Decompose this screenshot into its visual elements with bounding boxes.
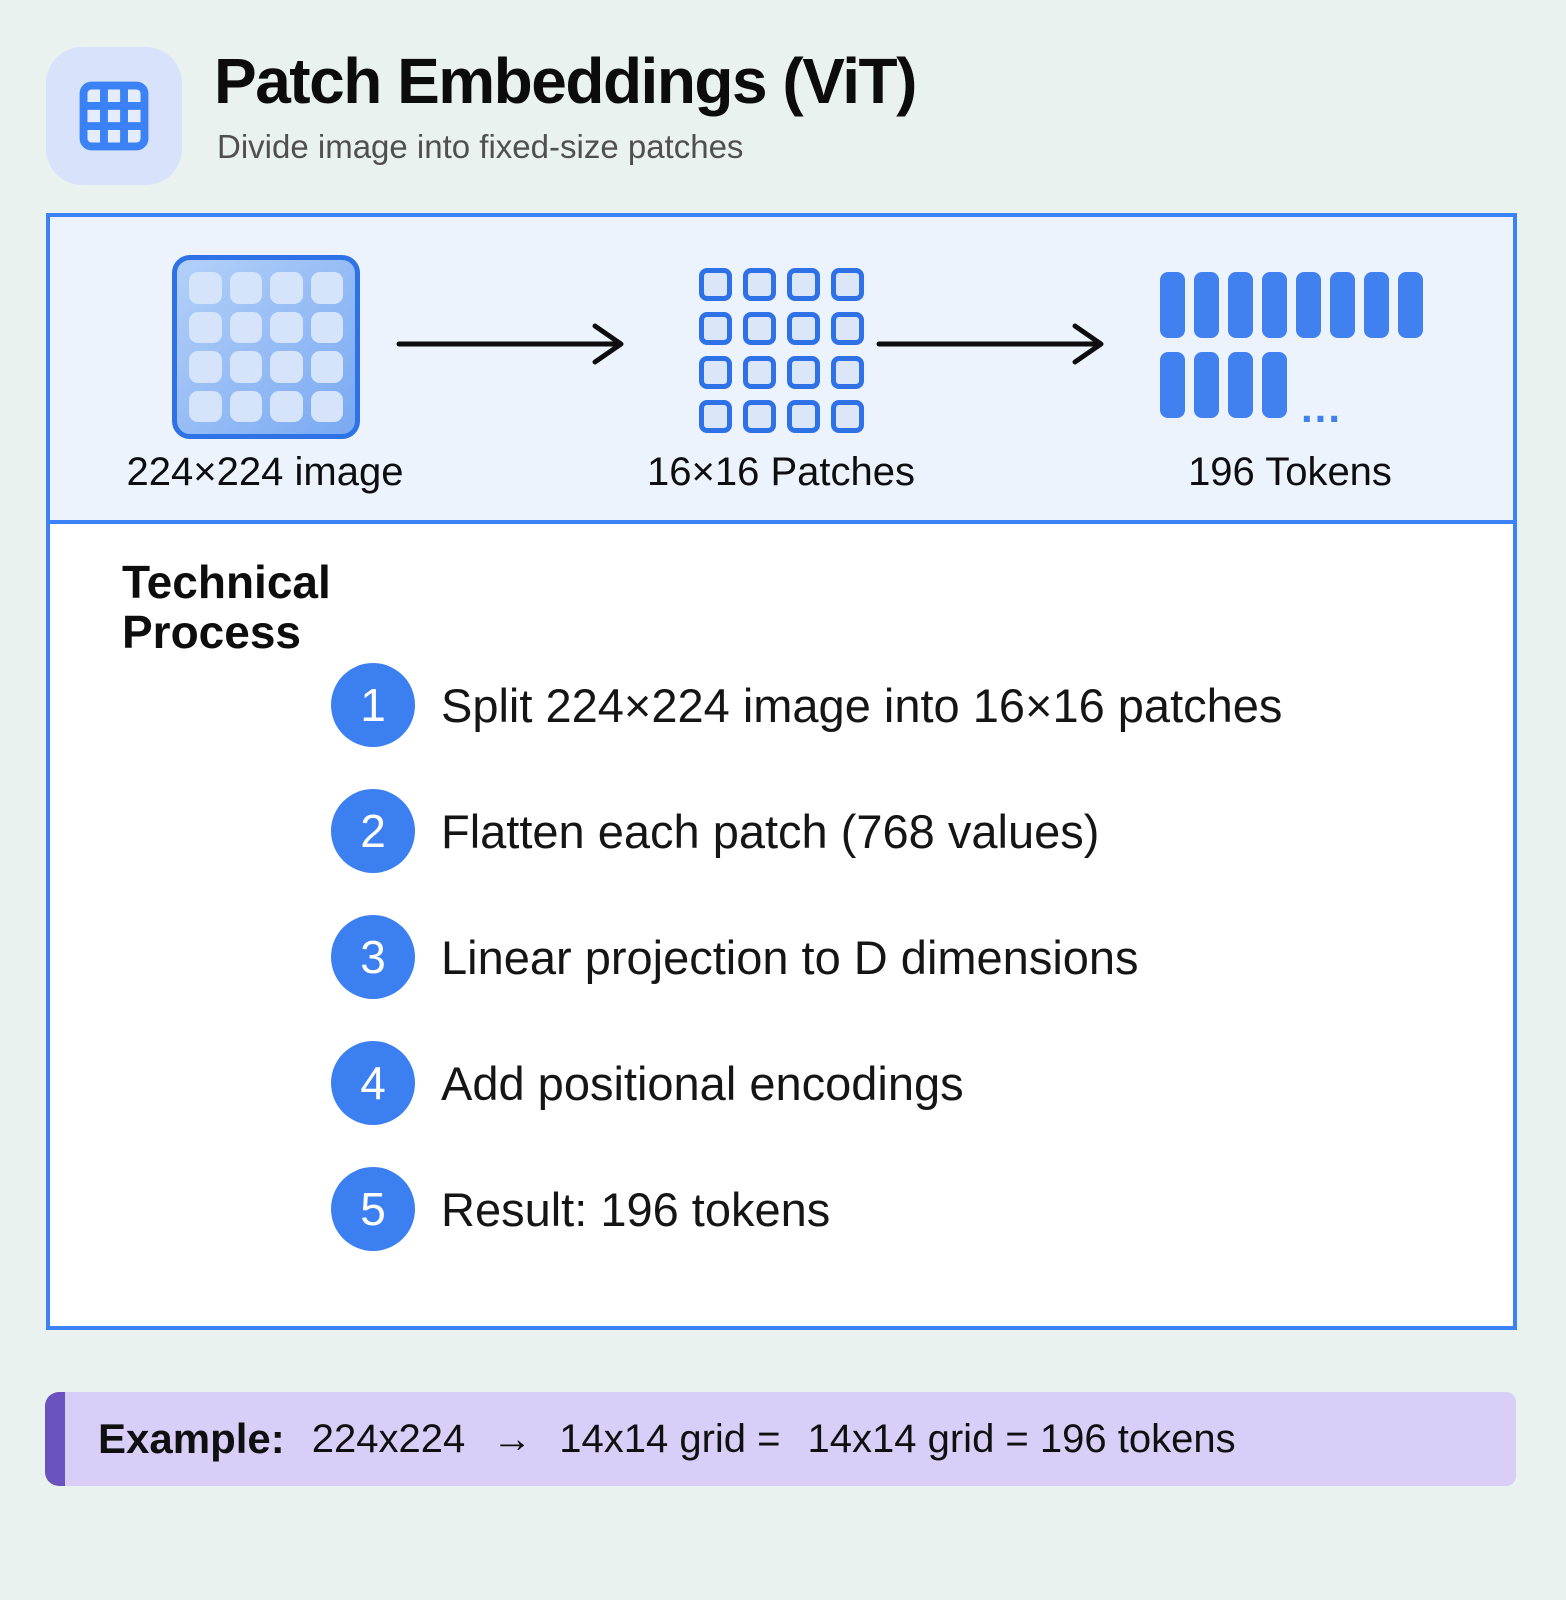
step-text: Result: 196 tokens: [441, 1182, 831, 1236]
image-pixel-cell: [229, 351, 262, 383]
flow-diagram: ... 224×224 image 16×16 Patches 196 Toke…: [50, 217, 1513, 524]
input-image-graphic: [172, 255, 360, 439]
token-bar: [1228, 352, 1253, 418]
example-segment: 14x14 grid =: [559, 1416, 781, 1461]
image-pixel-cell: [270, 272, 303, 304]
patch-cell: [699, 312, 732, 345]
token-bar: [1296, 272, 1321, 338]
example-segments: 224x224 → 14x14 grid = 14x14 grid = 196 tok…: [285, 1417, 1236, 1462]
patch-cell: [787, 356, 820, 389]
main-panel: ... 224×224 image 16×16 Patches 196 Toke…: [46, 213, 1517, 1330]
process-step: 3 Linear projection to D dimensions: [331, 915, 1139, 999]
patch-cell: [787, 400, 820, 433]
step-number-badge: 3: [331, 915, 415, 999]
token-bars-group: [1160, 352, 1287, 418]
patch-cell: [699, 356, 732, 389]
flow-arrow-icon: [876, 323, 1104, 365]
patch-cell: [831, 312, 864, 345]
grid-icon: [79, 81, 149, 151]
token-bar: [1160, 272, 1185, 338]
token-bars-top-row: [1160, 272, 1423, 338]
patch-cell: [699, 268, 732, 301]
step-number-badge: 2: [331, 789, 415, 873]
example-callout: Example: 224x224 → 14x14 grid = 14x14 grid …: [45, 1392, 1516, 1486]
process-step: 4 Add positional encodings: [331, 1041, 964, 1125]
patch-cell: [831, 268, 864, 301]
stage-label-image: 224×224 image: [126, 450, 404, 494]
image-pixel-cell: [229, 272, 262, 304]
step-number: 1: [360, 679, 386, 731]
example-label: Example:: [98, 1415, 285, 1462]
token-bar: [1398, 272, 1423, 338]
image-pixel-cell: [270, 311, 303, 343]
example-segment: 224x224: [311, 1416, 466, 1461]
example-segment: 14x14 grid = 196 tokens: [807, 1416, 1236, 1461]
image-pixel-cell: [310, 351, 343, 383]
step-number-badge: 1: [331, 663, 415, 747]
image-pixel-cell: [310, 311, 343, 343]
token-bar: [1262, 272, 1287, 338]
step-text: Split 224×224 image into 16×16 patches: [441, 678, 1283, 732]
patches-graphic: [699, 268, 864, 433]
example-accent-stripe: [45, 1392, 65, 1486]
step-number: 4: [360, 1057, 386, 1109]
token-bars-bottom-row: ...: [1160, 352, 1343, 432]
patch-cell: [699, 400, 732, 433]
image-pixel-cell: [229, 311, 262, 343]
token-bar: [1364, 272, 1389, 338]
image-pixel-cell: [310, 272, 343, 304]
example-body: Example: 224x224 → 14x14 grid = 14x14 grid …: [65, 1392, 1516, 1486]
stage-label-tokens: 196 Tokens: [1188, 450, 1392, 494]
patch-cell: [743, 312, 776, 345]
example-segment: →: [492, 1416, 533, 1461]
technical-process-section: Technical Process 1 Split 224×224 image i…: [50, 524, 1513, 1326]
image-pixel-cell: [229, 390, 262, 422]
process-step: 5 Result: 196 tokens: [331, 1167, 830, 1251]
token-ellipsis: ...: [1301, 384, 1343, 432]
image-pixel-cell: [189, 272, 222, 304]
image-pixel-cell: [189, 390, 222, 422]
header-icon-box: [46, 47, 182, 185]
patch-cell: [831, 400, 864, 433]
image-pixel-cell: [270, 390, 303, 422]
token-bar: [1262, 352, 1287, 418]
token-bar: [1194, 352, 1219, 418]
step-number-badge: 4: [331, 1041, 415, 1125]
page-subtitle: Divide image into fixed-size patches: [217, 128, 744, 165]
patch-cell: [743, 356, 776, 389]
process-step: 1 Split 224×224 image into 16×16 patches: [331, 663, 1282, 747]
image-pixel-cell: [189, 351, 222, 383]
token-bar: [1228, 272, 1253, 338]
token-bar: [1330, 272, 1355, 338]
patch-cell: [743, 268, 776, 301]
page-title: Patch Embeddings (ViT): [214, 45, 917, 117]
stage-label-patches: 16×16 Patches: [647, 450, 915, 494]
image-pixel-cell: [270, 351, 303, 383]
token-bar: [1160, 352, 1185, 418]
patch-cell: [831, 356, 864, 389]
step-text: Linear projection to D dimensions: [441, 930, 1139, 984]
flow-arrow-icon: [396, 323, 624, 365]
image-pixel-cell: [310, 390, 343, 422]
step-number: 2: [360, 805, 386, 857]
step-text: Flatten each patch (768 values): [441, 804, 1100, 858]
patch-cell: [787, 312, 820, 345]
patch-cell: [743, 400, 776, 433]
image-pixel-cell: [189, 311, 222, 343]
step-number: 5: [360, 1183, 386, 1235]
patch-cell: [787, 268, 820, 301]
step-number-badge: 5: [331, 1167, 415, 1251]
token-bar: [1194, 272, 1219, 338]
process-step: 2 Flatten each patch (768 values): [331, 789, 1099, 873]
section-heading: Technical Process: [122, 556, 331, 658]
step-number: 3: [360, 931, 386, 983]
step-text: Add positional encodings: [441, 1056, 964, 1110]
